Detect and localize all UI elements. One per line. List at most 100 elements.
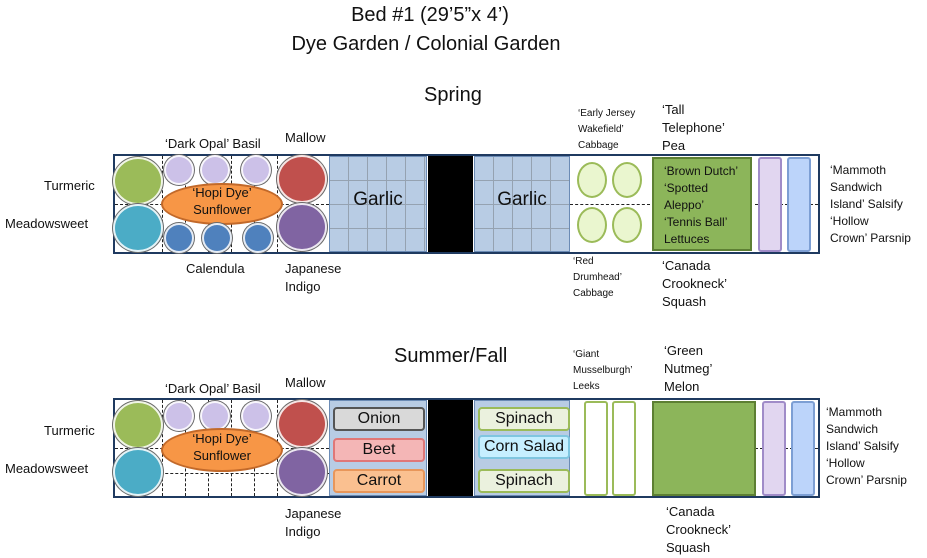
melon-bed [652,401,756,496]
sunflower-label-line: ‘Hopi Dye’ [192,431,252,446]
red-drumhead-label: ‘Red Drumhead’ Cabbage [573,254,622,302]
spinach-row: Spinach [478,407,570,431]
melon-label-line: Melon [664,379,700,394]
calendula-label: Calendula [186,261,245,276]
squash-label-line: ‘Canada [662,258,711,273]
squash-label-line: Squash [662,294,707,309]
meadowsweet-plant [113,204,163,252]
basil-plant [241,155,271,185]
garlic-bed-left: Garlic [329,156,427,252]
basil-plant [164,401,194,431]
tall-telephone-label-line: ‘Tall [662,102,685,117]
leeks-label-line: ‘Giant [573,349,600,360]
tall-telephone-label-line: Pea [662,138,686,153]
japanese-indigo-plant [277,448,327,496]
basil-plant [164,155,194,185]
squash-label-line: Squash [666,540,711,555]
parsnip-label-line: Crown’ Parsnip [830,231,911,245]
summer-heading: Summer/Fall [394,345,508,367]
mallow-plant [277,155,327,203]
squash-label-line: Crookneck’ [662,276,728,291]
japanese-indigo-plant [277,203,327,251]
turmeric-plant [113,157,163,205]
parsnip-label-line: ‘Hollow [830,214,869,228]
sunflower-label-line: Sunflower [193,202,251,217]
salsify-parsnip-label: ‘Mammoth Sandwich Island’ Salsify ‘Hollo… [826,404,907,489]
page-title: Bed #1 (29’5”x 4’) [351,4,509,26]
salsify-label-line: Sandwich [830,180,883,194]
tall-telephone-label-line: Telephone’ [662,120,725,135]
summer-grid-line [755,448,818,449]
basil-plant [241,401,271,431]
calendula-plant [164,223,194,253]
salsify-label-line: Sandwich [826,422,879,436]
squash-label: ‘Canada Crookneck’ Squash [662,257,727,311]
summer-grid-line [115,473,329,474]
carrot-row: Carrot [333,469,425,493]
lettuce-label-line: ‘Spotted [664,181,709,195]
leeks-label: ‘Giant Musselburgh’ Leeks [573,347,632,395]
spring-grid-line [755,204,818,205]
onion-row: Onion [333,407,425,431]
turmeric-label: Turmeric [44,423,95,438]
cabbage-plant [577,207,607,243]
salsify-label-line: ‘Mammoth [830,163,887,177]
leek-row [612,401,636,496]
red-drumhead-label-line: Drumhead’ [573,272,622,283]
spring-grid-line [570,204,650,205]
parsnip-row [791,401,815,496]
lettuce-label-line: Aleppo’ [664,198,705,212]
path-block [428,156,473,252]
japanese-indigo-label: Japanese Indigo [285,505,341,541]
squash-label: ‘Canada Crookneck’ Squash [666,503,731,557]
melon-label-line: Nutmeg’ [664,361,713,376]
garlic-bed-right: Garlic [474,156,570,252]
calendula-plant [243,223,273,253]
early-jersey-label-line: Wakefield’ [578,124,624,135]
early-jersey-label-line: ‘Early Jersey [578,108,636,119]
japanese-indigo-label-line: Indigo [285,279,321,294]
salsify-row [758,157,782,252]
sunflower-plant [161,428,283,472]
squash-label-line: ‘Canada [666,504,715,519]
garlic-label: Garlic [353,189,403,210]
salsify-label-line: Island’ Salsify [830,197,903,211]
basil-label: ‘Dark Opal’ Basil [165,381,261,396]
squash-label-line: Crookneck’ [666,522,732,537]
cabbage-plant [612,207,642,243]
lettuce-label-line: Lettuces [664,232,710,246]
melon-label-line: ‘Green [664,343,704,358]
cabbage-plant [577,162,607,198]
parsnip-label-line: Crown’ Parsnip [826,473,907,487]
basil-plant [200,401,230,431]
leek-row [584,401,608,496]
salsify-label-line: Island’ Salsify [826,439,899,453]
sunflower-label: ‘Hopi Dye’ Sunflower [161,184,283,218]
meadowsweet-label: Meadowsweet [5,216,89,231]
leeks-label-line: Leeks [573,381,600,392]
salsify-row [762,401,786,496]
japanese-indigo-label-line: Japanese [285,261,342,276]
sunflower-label-line: Sunflower [193,448,251,463]
sunflower-label: ‘Hopi Dye’ Sunflower [161,430,283,464]
mallow-label: Mallow [285,130,326,145]
red-drumhead-label-line: ‘Red [573,256,594,267]
sunflower-label-line: ‘Hopi Dye’ [192,185,252,200]
lettuce-label-line: ‘Tennis Ball’ [664,215,728,229]
japanese-indigo-label: Japanese Indigo [285,260,341,296]
lettuce-label-line: ‘Brown Dutch’ [664,164,739,178]
cabbage-plant [612,162,642,198]
page-subtitle: Dye Garden / Colonial Garden [291,33,561,55]
turmeric-plant [113,401,163,449]
spring-heading: Spring [424,84,482,106]
basil-plant [200,155,230,185]
calendula-plant [202,223,232,253]
tall-telephone-label: ‘Tall Telephone’ Pea [662,101,725,155]
red-drumhead-label-line: Cabbage [573,288,614,299]
garlic-label: Garlic [497,189,547,210]
meadowsweet-plant [113,448,163,496]
japanese-indigo-label-line: Japanese [285,506,342,521]
mallow-plant [277,400,327,448]
japanese-indigo-label-line: Indigo [285,524,321,539]
lettuce-bed: ‘Brown Dutch’ ‘Spotted Aleppo’ ‘Tennis B… [652,157,752,251]
